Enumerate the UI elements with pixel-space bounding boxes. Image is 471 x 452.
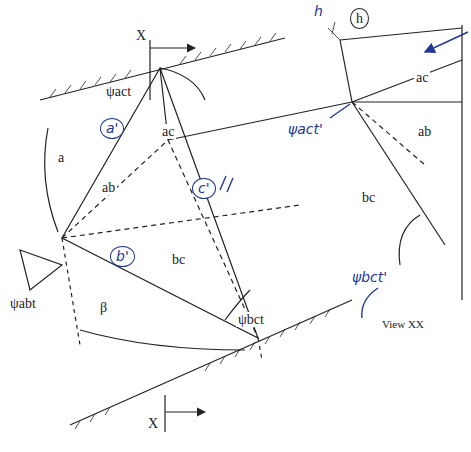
angle-label: β [98,300,109,315]
view-title: View XX [380,318,426,330]
section-mark: X [134,28,148,43]
face-label: b' [110,246,135,267]
angle-label: a [56,150,66,165]
section-mark: X [146,416,160,431]
angle-label: ψact [104,84,133,99]
dimension-label: h [312,4,325,19]
line-label: ab [416,124,433,139]
line-label: ab [100,180,117,195]
angle-label: ψbct [236,312,266,327]
face-label: c' [192,178,216,199]
angle-label: ψbct' [350,270,389,285]
angle-label: ψact' [286,122,325,137]
line-label: bc [170,252,187,267]
line-label: bc [360,190,377,205]
line-label: ac [414,70,430,85]
angle-label: ψabt [8,296,38,311]
line-label: ac [160,124,176,139]
dimension-label: h [350,8,369,29]
